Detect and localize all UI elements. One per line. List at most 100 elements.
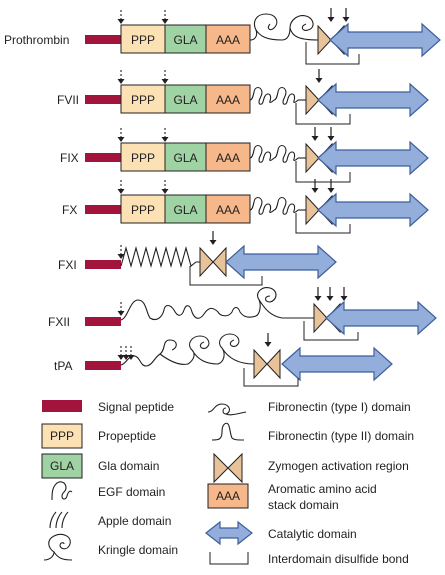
row-fxi: FXI <box>58 230 337 286</box>
gla-text: GLA <box>173 93 197 107</box>
activation-arrow <box>310 126 320 142</box>
signal-peptide <box>85 153 121 162</box>
signal-peptide <box>85 260 121 269</box>
egf-domain <box>249 86 275 105</box>
row-fxii: FXII <box>48 286 437 341</box>
legend-gla-domain: Gla domain <box>98 459 159 473</box>
legend-aromatic-2: stack domain <box>268 498 339 512</box>
signal-peptide <box>85 361 121 370</box>
protein-label: Prothrombin <box>4 33 69 47</box>
legend-fibronectin2-icon <box>211 422 245 441</box>
catalytic-domain <box>225 245 337 279</box>
ppp-text: PPP <box>131 93 155 107</box>
protein-label: FIX <box>60 151 79 165</box>
cleavage-arrow <box>116 179 126 195</box>
egf-domain <box>249 144 275 163</box>
row-fx: FX PPP GLA AAA <box>62 178 429 234</box>
gla-box <box>164 142 207 172</box>
disulfide-bond <box>295 213 351 234</box>
aaa-text: AAA <box>216 33 240 47</box>
legend-apple-domain: Apple domain <box>98 514 171 528</box>
ppp-box <box>120 24 166 54</box>
aaa-box <box>205 142 251 172</box>
legend-catalytic-icon <box>205 520 253 546</box>
cleavage-arrow <box>121 345 131 361</box>
row-tpa: tPA <box>54 332 393 387</box>
legend-signal-swatch <box>42 400 82 412</box>
legend-zymogen-icon <box>213 452 243 484</box>
legend-ppp-text: PPP <box>50 429 74 443</box>
disulfide-bond <box>243 368 299 387</box>
cleavage-arrow <box>116 127 126 143</box>
cleavage-arrow <box>160 127 170 143</box>
gla-text: GLA <box>173 203 197 217</box>
cleavage-arrow <box>126 345 136 361</box>
legend-aaa-swatch <box>207 483 249 509</box>
legend-gla-swatch <box>41 453 83 479</box>
protein-label: tPA <box>54 359 72 373</box>
disulfide-bond <box>305 42 360 65</box>
activation-arrow <box>326 126 336 142</box>
zymogen-region <box>199 247 227 277</box>
apple-domain <box>120 245 200 269</box>
legend-propeptide: Propeptide <box>98 429 156 443</box>
legend-aaa-text: AAA <box>216 489 240 503</box>
egf-domain <box>249 196 275 215</box>
catalytic-domain <box>329 23 441 57</box>
cleavage-arrow <box>116 69 126 85</box>
cleavage-arrow <box>160 179 170 195</box>
protein-label: FX <box>62 203 77 217</box>
activation-arrow <box>326 7 336 23</box>
aaa-box <box>205 24 251 54</box>
ppp-text: PPP <box>131 151 155 165</box>
cleavage-arrow <box>116 9 126 25</box>
protein-label: FVII <box>57 93 79 107</box>
row-fvii: FVII PPP GLA AAA <box>57 68 429 125</box>
legend-disulfide-icon <box>209 552 249 565</box>
legend-fibronectin-1: Fibronectin (type I) domain <box>268 400 411 414</box>
signal-peptide <box>85 317 121 326</box>
catalytic-domain <box>317 193 429 227</box>
legend-aromatic-1: Aromatic amino acid <box>268 482 377 496</box>
egf-domain <box>273 196 299 215</box>
legend-catalytic: Catalytic domain <box>268 527 357 541</box>
signal-peptide <box>85 35 121 44</box>
legend-gla-text: GLA <box>50 459 74 473</box>
legend-egf-domain: EGF domain <box>98 485 165 499</box>
legend-kringle-icon <box>43 533 73 561</box>
row-prothrombin: Prothrombin PPP GLA AAA <box>4 7 441 65</box>
egf-domain <box>273 86 299 105</box>
activation-arrow <box>326 178 336 194</box>
legend-kringle-domain: Kringle domain <box>98 543 178 557</box>
signal-peptide <box>85 205 121 214</box>
legend-ppp-swatch <box>41 423 83 449</box>
gla-text: GLA <box>173 151 197 165</box>
protein-label: FXII <box>48 315 70 329</box>
ppp-text: PPP <box>131 203 155 217</box>
activation-arrow <box>325 286 335 302</box>
aaa-box <box>205 194 251 224</box>
legend-apple-icon <box>49 511 69 529</box>
tpa-domains <box>120 333 255 367</box>
aaa-text: AAA <box>216 151 240 165</box>
cleavage-arrow <box>116 345 126 361</box>
fxii-domains <box>120 287 314 321</box>
aaa-box <box>205 84 251 114</box>
catalytic-domain <box>317 141 429 175</box>
disulfide-bond <box>295 161 351 183</box>
disulfide-bond <box>189 266 263 286</box>
catalytic-domain <box>325 301 437 335</box>
activation-arrow <box>339 286 349 302</box>
catalytic-domain <box>317 83 429 117</box>
ppp-text: PPP <box>131 33 155 47</box>
disulfide-bond <box>303 321 359 341</box>
activation-arrow <box>313 286 323 302</box>
disulfide-bond <box>295 103 351 125</box>
aaa-text: AAA <box>216 203 240 217</box>
activation-arrow <box>208 230 218 246</box>
kringle-domain <box>249 13 319 41</box>
activation-arrow <box>310 178 320 194</box>
legend-fibronectin-2: Fibronectin (type II) domain <box>268 429 414 443</box>
protein-label: FXI <box>58 258 77 272</box>
